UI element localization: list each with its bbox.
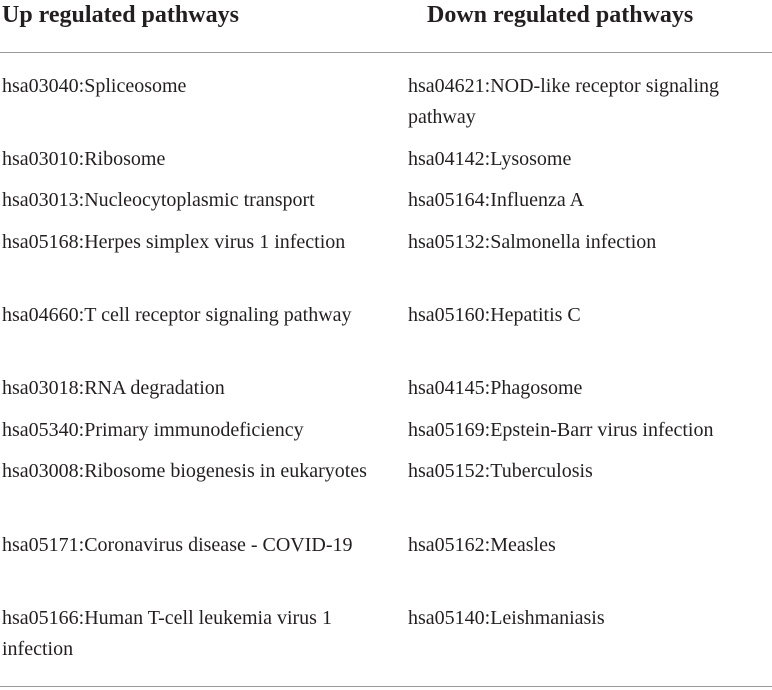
down-pathway-cell: hsa04142:Lysosome [408, 148, 572, 170]
up-pathway-cell: hsa05166:Human T-cell leukemia virus 1 i… [2, 607, 332, 660]
table-row: hsa05340:Primary immunodeficiency hsa051… [0, 415, 772, 456]
down-pathway-cell: hsa05160:Hepatitis C [408, 304, 581, 326]
table-row: hsa03013:Nucleocytoplasmic transport hsa… [0, 185, 772, 227]
table-row: hsa04660:T cell receptor signaling pathw… [0, 300, 772, 373]
down-pathway-cell: hsa05140:Leishmaniasis [408, 607, 605, 629]
up-pathway-cell: hsa05340:Primary immunodeficiency [2, 419, 304, 441]
up-pathway-cell: hsa03008:Ribosome biogenesis in eukaryot… [2, 460, 367, 482]
table-row: hsa03008:Ribosome biogenesis in eukaryot… [0, 456, 772, 530]
up-pathway-cell: hsa05171:Coronavirus disease - COVID-19 [2, 534, 353, 556]
header-down-regulated: Down regulated pathways [427, 2, 694, 28]
header-up-regulated: Up regulated pathways [2, 2, 239, 28]
down-pathway-cell: hsa05132:Salmonella infection [408, 231, 657, 253]
up-pathway-cell: hsa03013:Nucleocytoplasmic transport [2, 189, 315, 211]
up-pathway-cell: hsa03040:Spliceosome [2, 75, 187, 97]
table-row: hsa03040:Spliceosome hsa04621:NOD-like r… [0, 71, 772, 144]
up-pathway-cell: hsa05168:Herpes simplex virus 1 infectio… [2, 231, 346, 253]
table-row: hsa03018:RNA degradation hsa04145:Phagos… [0, 373, 772, 415]
down-pathway-cell: hsa05152:Tuberculosis [408, 460, 593, 482]
table-header-row: Up regulated pathways Down regulated pat… [0, 0, 772, 53]
table-row: hsa05168:Herpes simplex virus 1 infectio… [0, 227, 772, 300]
table-body: hsa03040:Spliceosome hsa04621:NOD-like r… [0, 53, 772, 660]
down-pathway-cell: hsa05164:Influenza A [408, 189, 585, 211]
down-pathway-cell: hsa05169:Epstein-Barr virus infection [408, 419, 714, 441]
down-pathway-cell: hsa04145:Phagosome [408, 377, 583, 399]
table-row: hsa05171:Coronavirus disease - COVID-19 … [0, 530, 772, 603]
table-bottom-rule [0, 686, 772, 687]
up-pathway-cell: hsa03010:Ribosome [2, 148, 166, 170]
up-pathway-cell: hsa03018:RNA degradation [2, 377, 225, 399]
table-row: hsa05166:Human T-cell leukemia virus 1 i… [0, 603, 772, 676]
down-pathway-cell: hsa04621:NOD-like receptor signaling pat… [408, 75, 720, 128]
table-row: hsa03010:Ribosome hsa04142:Lysosome [0, 144, 772, 185]
up-pathway-cell: hsa04660:T cell receptor signaling pathw… [2, 304, 352, 326]
down-pathway-cell: hsa05162:Measles [408, 534, 556, 556]
